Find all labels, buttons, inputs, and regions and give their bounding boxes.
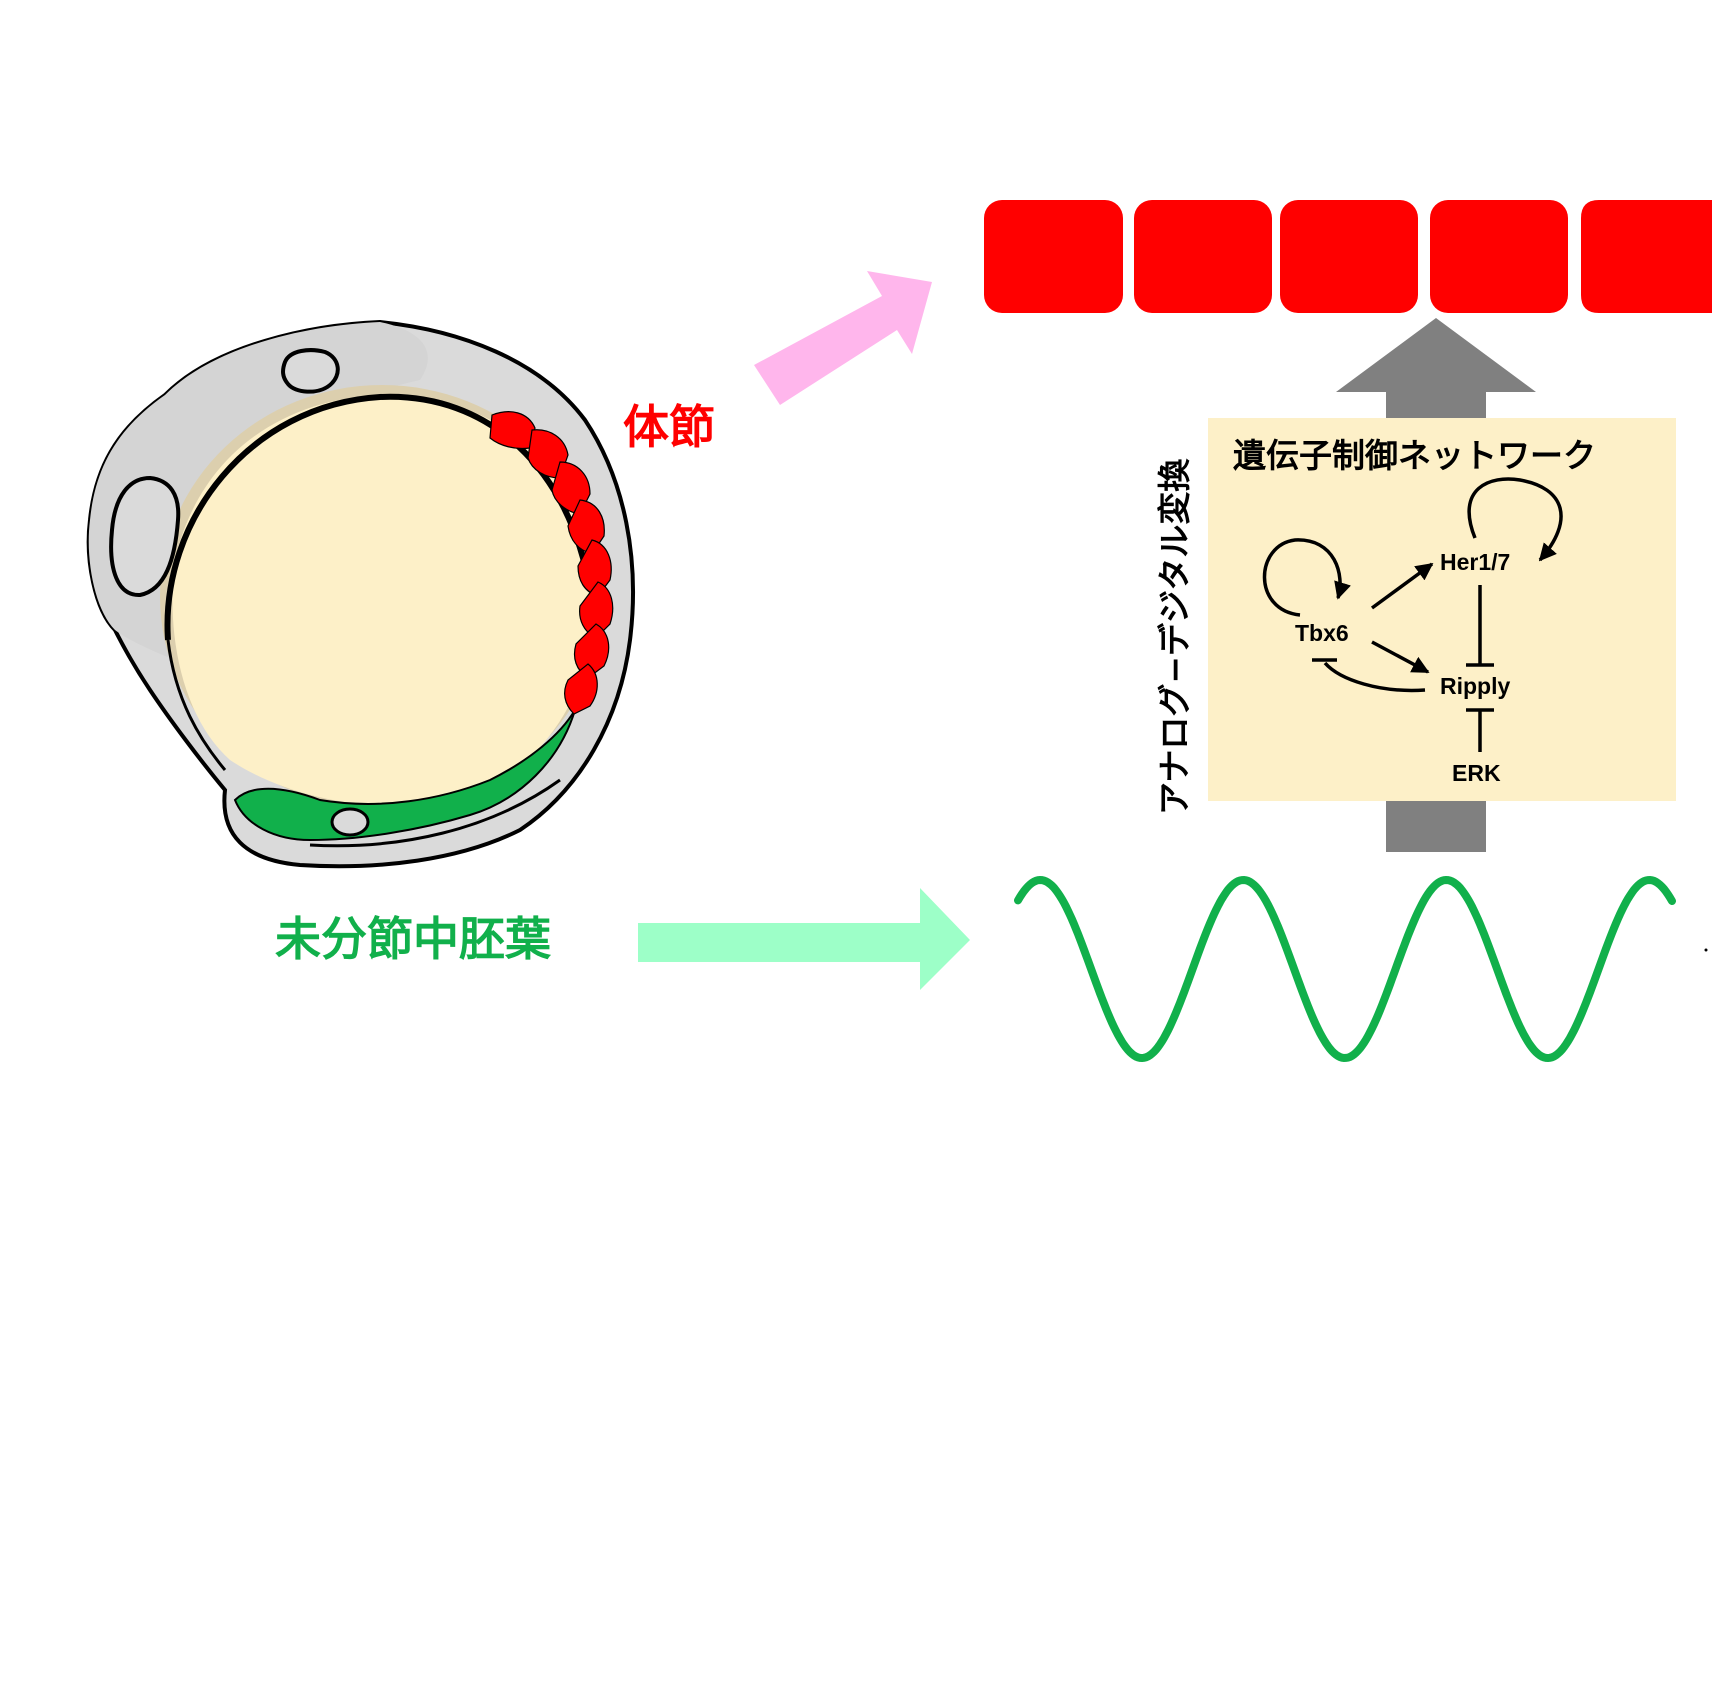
psm-tissue bbox=[233, 709, 576, 842]
somites-on-embryo bbox=[489, 411, 614, 715]
yolk bbox=[172, 395, 596, 806]
node-ripply: Ripply bbox=[1440, 673, 1510, 699]
node-erk: ERK bbox=[1452, 760, 1501, 786]
oscillation-wave bbox=[1014, 875, 1676, 1063]
somite-blocks-row bbox=[984, 200, 1712, 313]
eye-outline bbox=[109, 475, 181, 598]
kupffer-vesicle bbox=[330, 807, 370, 837]
network-edges bbox=[1262, 477, 1563, 752]
yolk-left-line bbox=[166, 639, 227, 771]
tbx6-self-loop bbox=[1262, 538, 1351, 617]
tbx6-to-her-arrow bbox=[1370, 562, 1434, 610]
pink-arrow bbox=[754, 271, 932, 405]
tail-line bbox=[309, 778, 561, 848]
gray-arrow-head bbox=[1336, 318, 1536, 420]
green-arrow bbox=[638, 888, 970, 990]
ripply-inhibits-tbx6 bbox=[1323, 661, 1426, 693]
somite-block-5 bbox=[1581, 200, 1712, 313]
gene-network-title: 遺伝子制御ネットワーク bbox=[1233, 436, 1596, 475]
node-her1-7: Her1/7 bbox=[1440, 549, 1510, 575]
gray-arrow-shaft-lower bbox=[1386, 795, 1486, 852]
somite-block-2 bbox=[1134, 200, 1272, 313]
analog-digital-conversion-label: アナログ−デジタル変換 bbox=[1155, 458, 1194, 815]
head-region bbox=[88, 322, 428, 660]
zebrafish-embryo-illustration bbox=[86, 319, 635, 869]
tbx6-to-ripply-arrow bbox=[1371, 640, 1430, 674]
node-tbx6: Tbx6 bbox=[1295, 620, 1349, 646]
wave-end-dot bbox=[1704, 948, 1708, 952]
somite-block-4 bbox=[1430, 200, 1568, 313]
somite-block-3 bbox=[1280, 200, 1418, 313]
psm-label: 未分節中胚葉 bbox=[275, 912, 552, 966]
her-self-loop bbox=[1467, 477, 1563, 562]
gene-network-box bbox=[1208, 418, 1676, 801]
somite-block-1 bbox=[984, 200, 1123, 313]
somite-label: 体節 bbox=[623, 400, 715, 454]
somite-block bbox=[564, 663, 598, 715]
otic-vesicle-outline bbox=[281, 348, 340, 394]
